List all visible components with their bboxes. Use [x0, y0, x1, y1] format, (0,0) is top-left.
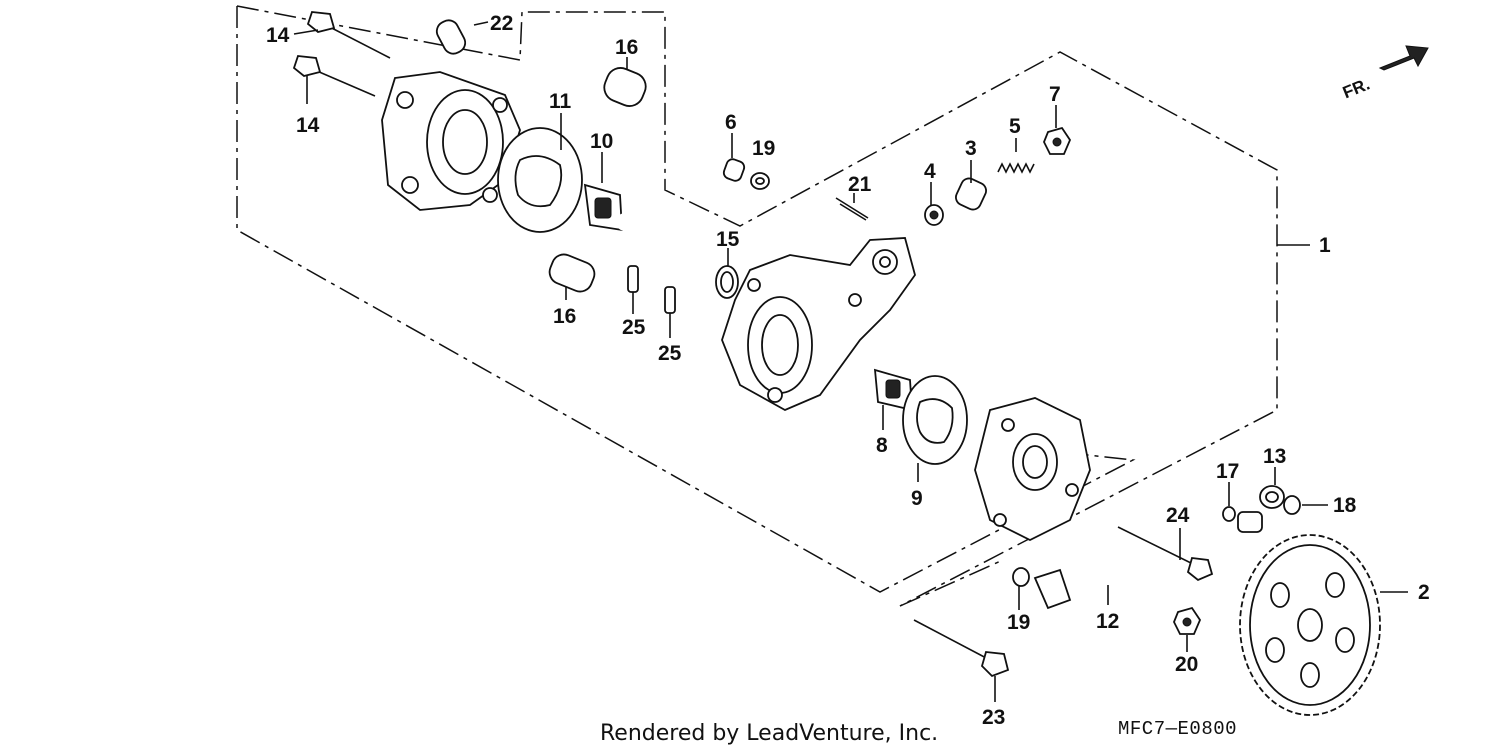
callout-3: 3	[965, 137, 977, 160]
fr-label: FR.	[1340, 74, 1373, 102]
callout-12: 12	[1096, 610, 1119, 633]
callout-14-lower: 14	[296, 114, 320, 137]
relief-valve-4	[924, 204, 944, 226]
dowel-pin-16-upper	[603, 67, 647, 107]
relief-piston-3	[955, 177, 987, 211]
callout-1: 1	[1319, 234, 1331, 257]
callout-24: 24	[1166, 504, 1190, 527]
callout-21: 21	[848, 173, 872, 196]
nut-20	[1173, 606, 1202, 635]
cap-nut-7	[1043, 126, 1072, 155]
callout-5: 5	[1009, 115, 1021, 138]
callout-10: 10	[590, 130, 613, 153]
callout-9: 9	[911, 487, 923, 510]
dowel-pin-16-lower	[548, 253, 596, 293]
callout-6: 6	[725, 111, 737, 134]
callout-22: 22	[490, 12, 513, 35]
callout-14-upper: 14	[266, 24, 290, 47]
outer-rotor-11	[497, 127, 583, 233]
callout-7: 7	[1049, 83, 1061, 106]
callout-16-lower: 16	[553, 305, 576, 328]
cotter-pin-21	[835, 197, 869, 221]
callout-23: 23	[982, 706, 1005, 729]
washer-6	[722, 158, 746, 182]
oil-pipe-12	[1033, 511, 1277, 610]
outer-rotor-9	[902, 375, 968, 465]
driven-sprocket-2	[1239, 534, 1381, 716]
callout-16-upper: 16	[615, 36, 638, 59]
rear-pump-cover	[381, 71, 521, 211]
washer-18	[1283, 495, 1301, 515]
callout-2: 2	[1418, 581, 1430, 604]
bolt-23	[913, 619, 1010, 678]
front-direction-indicator: FR.	[1340, 45, 1429, 102]
washer-17	[1222, 506, 1236, 522]
credit-text: Rendered by LeadVenture, Inc.	[600, 721, 938, 746]
callout-25-b: 25	[658, 342, 682, 365]
bolt-upper	[306, 11, 391, 59]
spring-5	[997, 162, 1035, 174]
bolt-lower	[292, 55, 376, 97]
callouts: 1 2 3 4 5 6 7 8 9 10 11 12 13 14 14 15 1…	[266, 12, 1430, 729]
pump-body	[721, 237, 916, 412]
callout-19-lower: 19	[1007, 611, 1030, 634]
callout-25-a: 25	[622, 316, 646, 339]
leader-lines	[293, 21, 1408, 702]
o-ring-15	[715, 265, 739, 299]
pin-25-b	[664, 286, 676, 314]
front-arrow-icon	[1378, 45, 1429, 71]
callout-13: 13	[1263, 445, 1286, 468]
pump-cover-front	[974, 397, 1091, 542]
callout-11: 11	[549, 90, 572, 113]
callout-15: 15	[716, 228, 740, 251]
callout-19-upper: 19	[752, 137, 775, 160]
callout-8: 8	[876, 434, 888, 457]
pin-25-a	[627, 265, 639, 293]
callout-20: 20	[1175, 653, 1198, 676]
diagram-code: MFC7—E0800	[1118, 718, 1237, 740]
pump-shaft	[616, 213, 739, 279]
callout-4: 4	[924, 160, 936, 183]
callout-17: 17	[1216, 460, 1239, 483]
washer-19-lower	[1012, 567, 1030, 587]
bolt-24	[1117, 526, 1214, 582]
dowel-pin-22	[435, 19, 467, 55]
callout-18: 18	[1333, 494, 1357, 517]
washer-19-upper	[750, 172, 770, 190]
collar-13	[1259, 485, 1285, 509]
